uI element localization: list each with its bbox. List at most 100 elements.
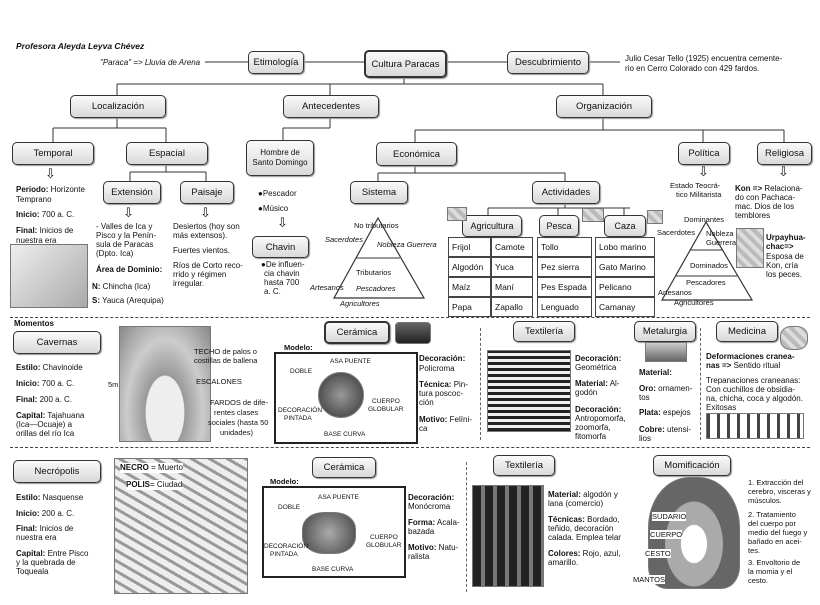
textileria-2-node: Textilería [493,455,555,476]
caverna-techo: TECHO de palos o [194,347,257,356]
temporal-final-key: Final: [16,226,38,235]
momificacion-step-2c: medio del fuego y [748,528,808,537]
necropolis-final-value-2: nuestra era [16,533,57,542]
ceramic-vessel-image [318,372,364,418]
momificacion-step-2d: bañado en acei- [748,537,802,546]
cavernas-final-key: Final: [16,395,38,404]
momentos-label: Momentos [14,319,54,328]
politica-nobleza-2: Guerrera [706,238,737,247]
pesca-node: Pesca [539,215,579,237]
textileria-1-dec2-value-2: zoomorfa, [575,423,611,432]
necropolis-cemetery-image [114,458,248,594]
agricultura-cell: Algodón [448,257,491,277]
localizacion-node: Localización [70,95,166,118]
religiosa-kon-key: Kon => [735,184,763,193]
paisaje-line-6: irregular. [173,279,205,288]
economica-node: Económica [376,142,457,166]
cavernas-inicio-value: 700 a. C. [39,379,75,388]
deity-image [736,228,764,268]
cavernas-capital-value: Tajahuana [45,411,85,420]
temporal-inicio-key: Inicio: [16,210,40,219]
ceramica-1-globular: GLOBULAR [368,406,404,413]
necropolis-inicio-key: Inicio: [16,509,40,518]
center-node: Cultura Paracas [364,50,447,78]
necropolis-capital-value: Entre Pisco [45,549,89,558]
temporal-final-value-2: nuestra era [16,236,57,245]
textileria-1-node: Textilería [513,321,575,342]
momificacion-step-2: 2. Tratamiento [748,510,796,519]
necropolis-final-key: Final: [16,524,38,533]
ceramica-1-tec-value-3: ción [419,398,434,407]
caza-cell: Lobo marino [595,237,655,257]
metalurgia-material: Material: [639,368,672,377]
ceramica-1-mot-value: Felíni- [447,415,472,424]
necropolis-capital-value-3: Toqueala [16,567,49,576]
caverna-fardos-3: sociales (hasta 50 [208,418,269,427]
textileria-1-mat-value: Al- [607,379,620,388]
extension-node: Extensión [103,181,161,204]
pesca-cell: Tollo [537,237,592,257]
down-arrow-icon: ⇩ [200,205,211,220]
hombre-line-2: Santo Domingo [252,158,308,167]
religiosa-urp-key-2: chac=> [766,242,794,251]
medicina-def-key-2: nas => [706,361,732,370]
extension-line-4: (Dpto. Ica) [96,249,134,258]
ceramica-2-globular: GLOBULAR [366,542,402,549]
necropolis-final-value: Inicios de [37,524,74,533]
ceramica-2-dec-key: Decoración: [408,493,455,502]
divider-vertical [466,462,467,592]
extension-n-value: Chincha (Ica) [100,282,151,291]
religiosa-urp-value: Esposa de [766,252,804,261]
down-arrow-icon: ⇩ [778,164,789,179]
caza-cell: Pelicano [595,277,655,297]
textileria-1-dec2-key: Decoración: [575,405,622,414]
metalurgia-node: Metalurgia [634,321,696,342]
ceramica-1-cuerpo: CUERPO [372,398,400,405]
metalurgia-plata-key: Plata: [639,408,661,417]
ceramica-2-mot-key: Motivo: [408,543,437,552]
politica-nobleza: Nobleza [706,229,734,238]
momificacion-step-1c: músculos. [748,496,782,505]
momificacion-node: Momificación [653,455,731,476]
politica-agricultores: Agricultores [674,298,714,307]
metalurgia-cobre-key: Cobre: [639,425,665,434]
religiosa-urp-value-3: los peces. [766,270,803,279]
politica-text-2: tico Militarista [676,190,722,199]
medicina-node: Medicina [716,321,778,342]
agriculture-tool-image [447,207,467,221]
textile-embroidery-image [472,485,544,587]
temporal-inicio-value: 700 a. C. [39,210,75,219]
textileria-2-col-value-2: amarillo. [548,558,579,567]
ceramica-2-node: Cerámica [312,457,376,478]
metalurgia-cobre-value-2: lios [639,434,652,443]
momificacion-sudario: SUDARIO [652,512,687,521]
musico-text: ●Músico [258,204,289,213]
textileria-1-dec-value: Geométrica [575,363,617,372]
divider-vertical [700,328,701,440]
necropolis-polis-key: POLIS [126,480,151,489]
pyramid-sacerdotes: Sacerdotes [325,235,363,244]
momificacion-step-2b: del cuerpo por [748,519,796,528]
section-divider [10,447,810,448]
cavernas-inicio-key: Inicio: [16,379,40,388]
textile-pattern-image [487,350,571,432]
extension-line-2: Pisco y la Penín- [96,231,157,240]
down-arrow-icon: ⇩ [45,166,56,181]
ceramic-vessel-2-image [302,512,356,554]
momificacion-step-2e: tes. [748,546,761,555]
momificacion-step-1b: cerebro, visceras y [748,487,811,496]
ceramica-1-tec-value: Pin- [451,380,468,389]
religiosa-urp-value-2: Kon, cría [766,261,799,270]
metalurgia-oro-value: ornamen- [655,384,693,393]
ceramica-1-mot-value-2: ca [419,424,428,433]
author-name: Profesora Aleyda Leyva Chévez [16,41,145,51]
religiosa-kon-value: Relaciona- [762,184,803,193]
ceramica-2-modelo: Modelo: [270,477,299,486]
ceramica-1-decoracion: DECORACIÓN [278,407,323,414]
caverna-tomb-image [119,326,211,442]
caverna-fardos-2: rentes clases [214,408,259,417]
necropolis-estilo-key: Estilo: [16,493,41,502]
textileria-1-dec2-value: Antropomorfa, [575,414,626,423]
politica-text-1: Estado Teocrá- [670,181,721,190]
skull-image [780,326,808,350]
